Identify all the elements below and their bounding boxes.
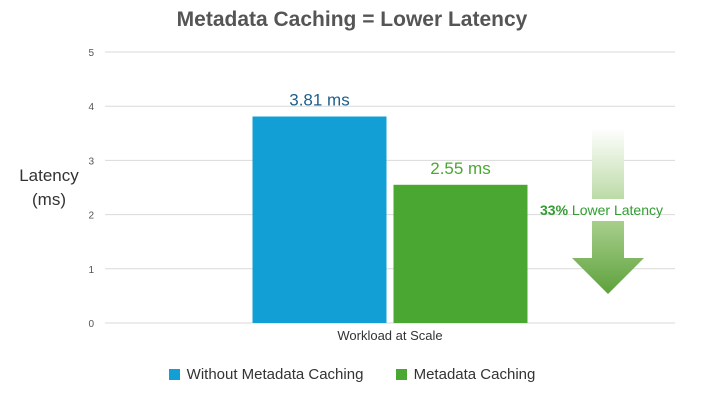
legend-swatch-without-caching: [168, 369, 180, 380]
x-category-label: Workload at Scale: [337, 328, 442, 343]
legend-label-without-caching: Without Metadata Caching: [186, 366, 364, 383]
y-axis-label: Latency (ms): [8, 164, 90, 212]
bar-1: [393, 184, 528, 323]
annotation-backdrop: [585, 199, 631, 221]
bar-0: [252, 116, 387, 323]
y-tick-label-0: 0: [88, 319, 94, 330]
latency-reduction-annotation: 33% Lower Latency: [540, 202, 663, 218]
y-tick-label-3: 3: [88, 156, 94, 167]
bar-value-label-1: 2.55 ms: [430, 159, 490, 178]
y-tick-label-4: 4: [88, 102, 94, 113]
y-axis-label-line-2: (ms): [32, 190, 66, 209]
legend-item-metadata-caching: Metadata Caching: [395, 366, 536, 383]
bar-value-label-0: 3.81 ms: [289, 90, 349, 109]
annotation-percent: 33%: [540, 202, 569, 218]
legend-item-without-caching: Without Metadata Caching: [168, 366, 364, 383]
y-tick-label-2: 2: [88, 211, 94, 222]
annotation-text: Lower Latency: [568, 202, 663, 218]
y-axis-label-line-1: Latency: [19, 166, 79, 185]
legend: Without Metadata Caching Metadata Cachin…: [0, 366, 704, 384]
legend-swatch-metadata-caching: [395, 369, 407, 380]
legend-label-metadata-caching: Metadata Caching: [413, 366, 536, 383]
chart-title: Metadata Caching = Lower Latency: [176, 8, 528, 31]
y-tick-label-5: 5: [88, 48, 94, 59]
y-tick-label-1: 1: [88, 265, 94, 276]
